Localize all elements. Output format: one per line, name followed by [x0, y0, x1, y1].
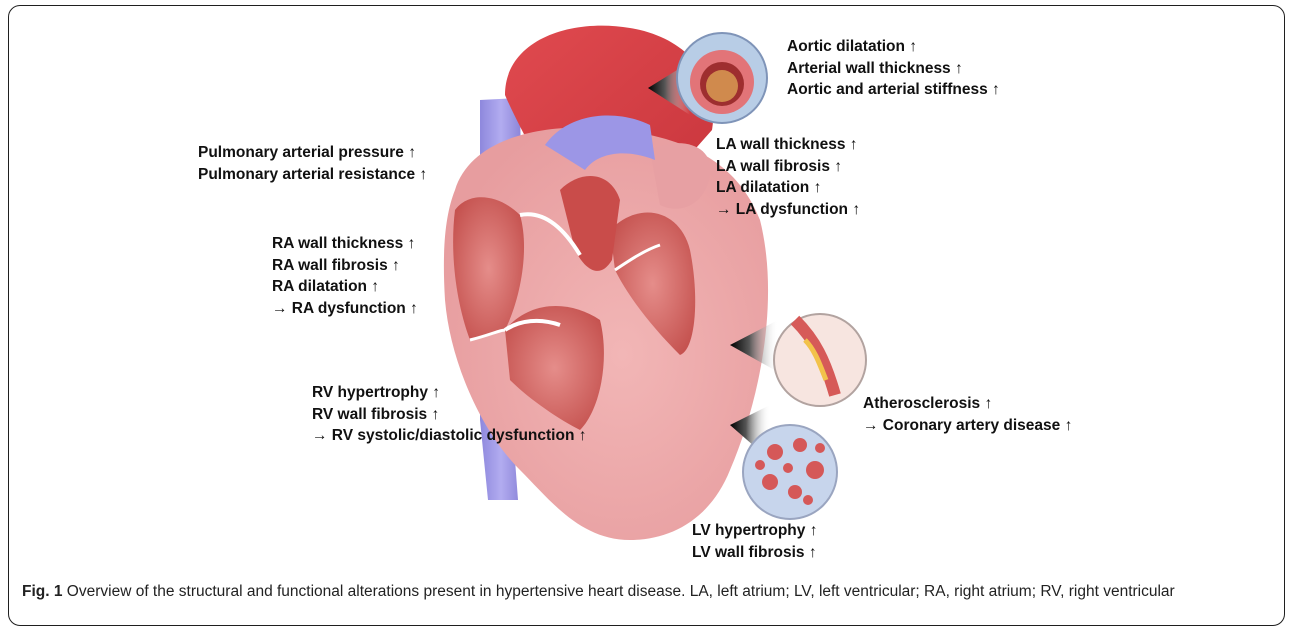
- la-label-1: LA wall thickness ↑: [716, 134, 860, 156]
- rv-label-2: RV wall fibrosis ↑: [312, 404, 586, 426]
- la-label-3: LA dilatation ↑: [716, 177, 860, 199]
- rv-label-1: RV hypertrophy ↑: [312, 382, 586, 404]
- coronary-label-1: Atherosclerosis ↑: [863, 393, 1072, 415]
- caption-text: Overview of the structural and functiona…: [62, 583, 1174, 600]
- rv-labels: RV hypertrophy ↑ RV wall fibrosis ↑ → RV…: [312, 382, 586, 447]
- coronary-labels: Atherosclerosis ↑ → Coronary artery dise…: [863, 393, 1072, 436]
- aorta-label-3: Aortic and arterial stiffness ↑: [787, 79, 1000, 101]
- pulmonary-labels: Pulmonary arterial pressure ↑ Pulmonary …: [198, 142, 427, 185]
- la-labels: LA wall thickness ↑ LA wall fibrosis ↑ L…: [716, 134, 860, 221]
- la-label-2: LA wall fibrosis ↑: [716, 156, 860, 178]
- pulmonary-label-1: Pulmonary arterial pressure ↑: [198, 142, 427, 164]
- lv-tissue-inset: [730, 405, 837, 519]
- aorta-label-2: Arterial wall thickness ↑: [787, 58, 1000, 80]
- figure-number: Fig. 1: [22, 583, 62, 600]
- figure-caption: Fig. 1 Overview of the structural and fu…: [22, 581, 1262, 603]
- ra-label-2: RA wall fibrosis ↑: [272, 255, 418, 277]
- rv-label-3: → RV systolic/diastolic dysfunction ↑: [312, 425, 586, 447]
- ra-label-3: RA dilatation ↑: [272, 276, 418, 298]
- lv-label-1: LV hypertrophy ↑: [692, 520, 817, 542]
- ra-label-4: → RA dysfunction ↑: [272, 298, 418, 320]
- aorta-labels: Aortic dilatation ↑ Arterial wall thickn…: [787, 36, 1000, 101]
- aorta-label-1: Aortic dilatation ↑: [787, 36, 1000, 58]
- pulmonary-label-2: Pulmonary arterial resistance ↑: [198, 164, 427, 186]
- coronary-label-2: → Coronary artery disease ↑: [863, 415, 1072, 437]
- lv-labels: LV hypertrophy ↑ LV wall fibrosis ↑: [692, 520, 817, 563]
- la-label-4: → LA dysfunction ↑: [716, 199, 860, 221]
- ra-label-1: RA wall thickness ↑: [272, 233, 418, 255]
- ra-labels: RA wall thickness ↑ RA wall fibrosis ↑ R…: [272, 233, 418, 320]
- lv-label-2: LV wall fibrosis ↑: [692, 542, 817, 564]
